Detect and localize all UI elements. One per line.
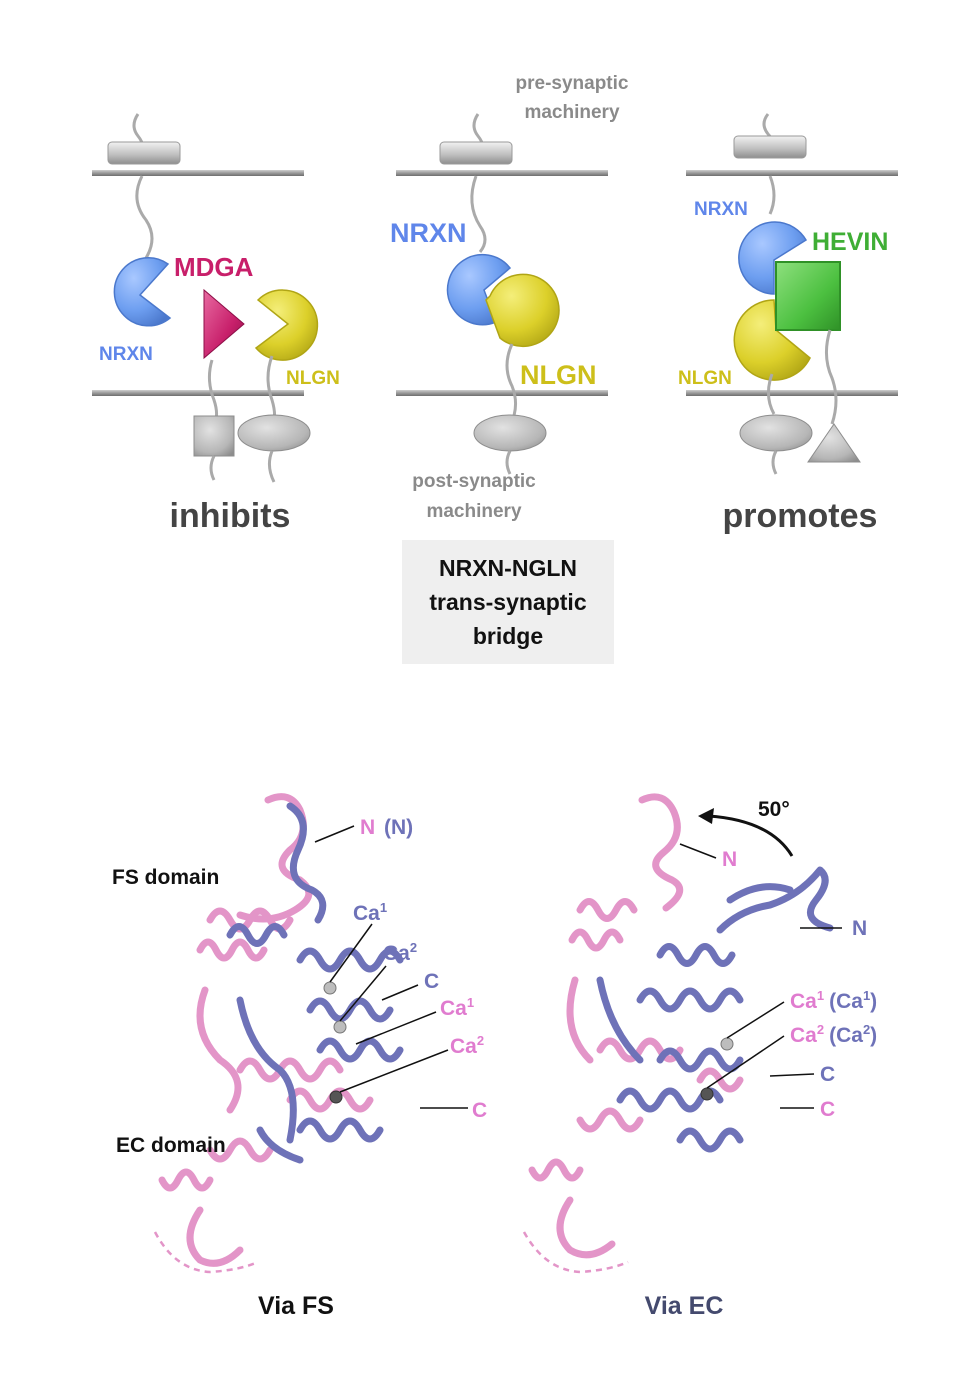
disordered-loop-fs bbox=[153, 1231, 259, 1274]
post-membrane bbox=[92, 390, 304, 396]
pre-synaptic-line-2: machinery bbox=[524, 102, 619, 123]
ca1-pink-label: Ca1 bbox=[440, 995, 474, 1020]
leader-lines-fs bbox=[314, 825, 468, 1109]
nrxn-shape bbox=[113, 257, 172, 327]
blue-protein-ec bbox=[596, 866, 834, 1153]
blue-protein-fs bbox=[226, 802, 404, 1164]
inhibits-caption: inhibits bbox=[170, 497, 291, 535]
nlgn-label: NLGN bbox=[678, 368, 732, 389]
post-synaptic-line-1: post-synaptic bbox=[412, 471, 536, 492]
ca-pink-ion bbox=[329, 1090, 343, 1104]
post-oval-protein bbox=[739, 414, 813, 452]
nlgn-shape bbox=[733, 299, 811, 381]
nrxn-tether bbox=[470, 175, 487, 253]
nlgn-tether bbox=[505, 343, 517, 427]
c-pink-label: C bbox=[472, 1099, 487, 1122]
ca2-ion bbox=[700, 1087, 714, 1101]
ca2-pink-label: Ca2 bbox=[450, 1033, 484, 1058]
c-blue-label: C bbox=[820, 1063, 835, 1086]
c-pink-label: C bbox=[820, 1098, 835, 1121]
via-ec-caption: Via EC bbox=[645, 1292, 724, 1320]
pre-anchor-protein bbox=[439, 141, 513, 165]
hevin-shape bbox=[775, 261, 841, 331]
c-blue-label: C bbox=[424, 970, 439, 993]
nrxn-tether bbox=[768, 175, 776, 215]
pink-protein-fs bbox=[158, 793, 374, 1267]
post-triangle-protein bbox=[807, 423, 861, 463]
nrxn-label: NRXN bbox=[99, 344, 153, 365]
rotation-arrowhead bbox=[698, 808, 714, 824]
nlgn-label: NLGN bbox=[286, 368, 340, 389]
ca2-blue-ion bbox=[333, 1020, 347, 1034]
structure-via-ec: 50° N N Ca1(Ca1) Ca2(Ca2) C C Via EC bbox=[522, 793, 877, 1320]
panel-bridge: pre-synaptic machinery NRXN NLGN post-sy… bbox=[390, 73, 629, 522]
ca1-ion bbox=[720, 1037, 734, 1051]
pre-synaptic-line-1: pre-synaptic bbox=[516, 73, 629, 94]
nlgn-label: NLGN bbox=[520, 360, 597, 390]
bridge-line-1: NRXN-NGLN bbox=[439, 555, 577, 581]
pre-anchor-protein bbox=[733, 135, 807, 159]
promotes-caption: promotes bbox=[723, 497, 878, 535]
bridge-summary-box: NRXN-NGLN trans-synaptic bridge bbox=[402, 540, 614, 664]
ca1-blue-ion bbox=[323, 981, 337, 995]
panel-promotes: NRXN HEVIN NLGN promotes bbox=[678, 113, 898, 535]
pre-anchor-protein bbox=[107, 141, 181, 165]
mdga-shape bbox=[203, 288, 245, 360]
nlgn-tether bbox=[767, 373, 776, 415]
n-label-pink: N bbox=[360, 816, 375, 839]
pre-membrane bbox=[396, 170, 608, 176]
nlgn-shape bbox=[485, 273, 560, 348]
n-label-paren-blue: (N) bbox=[384, 816, 413, 839]
n-blue-label: N bbox=[852, 917, 867, 940]
structure-via-fs: N (N) FS domain EC domain Ca1 Ca2 C Ca1 … bbox=[112, 793, 487, 1320]
post-membrane bbox=[686, 390, 898, 396]
post-oval-protein bbox=[473, 414, 547, 452]
panel-inhibits: MDGA NRXN NLGN inhibits bbox=[92, 113, 340, 535]
fs-domain-label: FS domain bbox=[112, 866, 219, 889]
nlgn-shape bbox=[254, 289, 319, 361]
disordered-loop-ec bbox=[522, 1231, 629, 1274]
post-tethers bbox=[209, 450, 276, 483]
nrxn-shape bbox=[738, 221, 808, 295]
nrxn-label: NRXN bbox=[390, 218, 467, 248]
post-membrane bbox=[396, 390, 608, 396]
ca1-blue-label: Ca1 bbox=[353, 900, 387, 925]
nrxn-tether bbox=[135, 175, 154, 259]
n-pink-label: N bbox=[722, 848, 737, 871]
via-fs-caption: Via FS bbox=[258, 1292, 334, 1320]
post-tether bbox=[771, 450, 778, 475]
rotation-arrow bbox=[707, 814, 794, 857]
leader-lines-ec bbox=[679, 843, 842, 1109]
ec-domain-label: EC domain bbox=[116, 1134, 226, 1157]
ca2-label: Ca2(Ca2) bbox=[790, 1022, 877, 1047]
ca1-label: Ca1(Ca1) bbox=[790, 988, 877, 1013]
hevin-label: HEVIN bbox=[812, 228, 888, 256]
post-synaptic-line-2: machinery bbox=[426, 501, 521, 522]
pre-membrane bbox=[686, 170, 898, 176]
pre-membrane bbox=[92, 170, 304, 176]
post-oval-protein bbox=[237, 414, 311, 452]
bridge-line-2: trans-synaptic bbox=[429, 589, 587, 615]
angle-label: 50° bbox=[758, 798, 790, 821]
nrxn-shape bbox=[446, 254, 512, 326]
mdga-label: MDGA bbox=[174, 252, 254, 282]
post-square-protein bbox=[193, 415, 235, 457]
hevin-tether bbox=[825, 329, 838, 425]
post-tether bbox=[505, 450, 512, 475]
ca2-blue-label: Ca2 bbox=[383, 940, 417, 965]
bridge-line-3: bridge bbox=[472, 623, 544, 649]
nrxn-label: NRXN bbox=[694, 199, 748, 220]
pink-protein-ec bbox=[528, 793, 744, 1259]
